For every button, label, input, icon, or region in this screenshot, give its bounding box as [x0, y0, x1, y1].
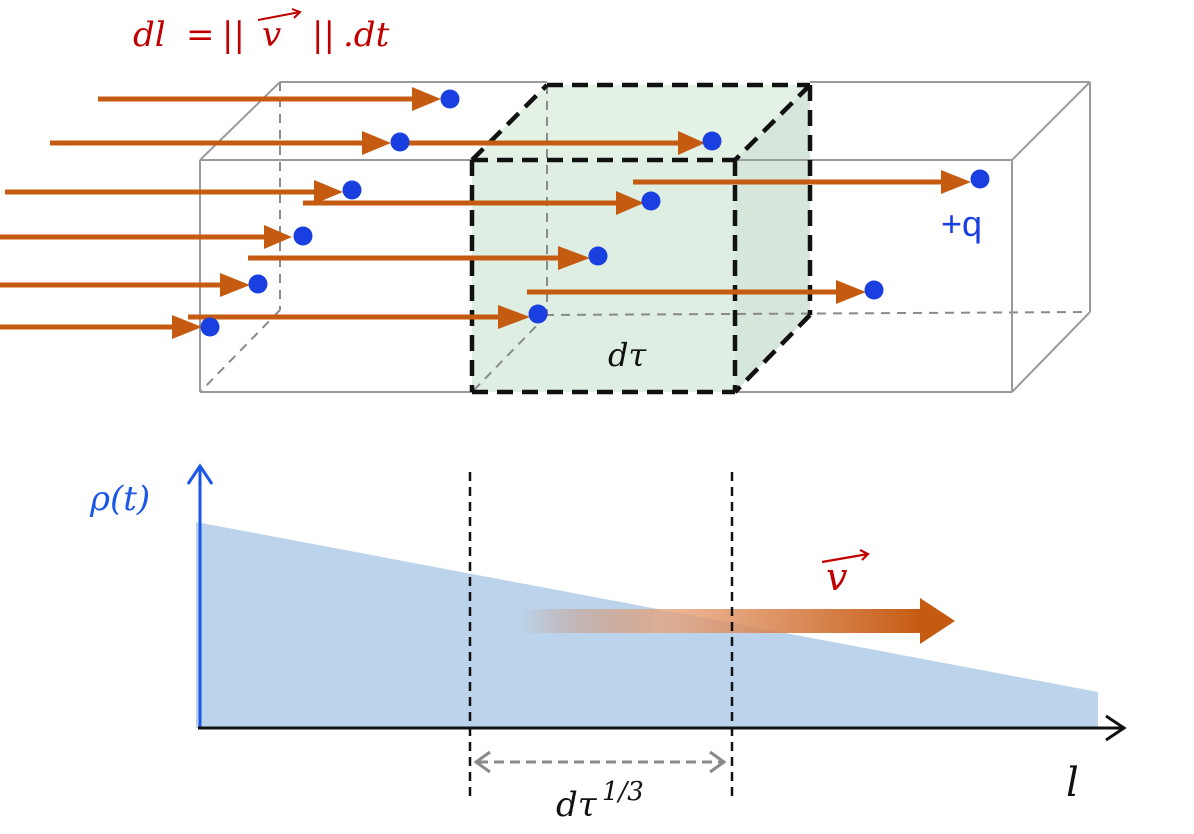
- volume-element-front-face: [472, 160, 735, 392]
- tube-edge: [1011, 311, 1091, 393]
- charge-tube: [199, 81, 1091, 395]
- charge-dot: [864, 280, 884, 300]
- velocity-arrow: [50, 131, 391, 155]
- velocity-gradient-arrow: [520, 598, 955, 644]
- velocity-arrows: [0, 87, 971, 339]
- velocity-arrow: [527, 280, 866, 304]
- formula-dt: .dt: [343, 15, 390, 55]
- width-dimension: [473, 750, 727, 774]
- charge-dot: [342, 180, 362, 200]
- velocity-arrow: [98, 87, 441, 111]
- charge-dot: [293, 226, 313, 246]
- length-axis: [198, 714, 1127, 742]
- charge-dot: [588, 246, 608, 266]
- charges: [200, 89, 990, 337]
- width-label-exponent: 1/3: [602, 777, 644, 807]
- charge-dot: [970, 169, 990, 189]
- velocity-arrow: [400, 131, 705, 155]
- formula-dl: dl: [133, 15, 166, 55]
- velocity-arrow: [188, 305, 530, 329]
- charge-dot: [528, 304, 548, 324]
- velocity-vector-arrow: [821, 549, 870, 564]
- charge-dot: [390, 132, 410, 152]
- cube-hidden-edge: [471, 314, 548, 393]
- formula-norm-left: ||: [222, 15, 245, 55]
- charge-dot: [248, 274, 268, 294]
- charge-dot: [702, 131, 722, 151]
- formula-velocity: v: [262, 15, 281, 55]
- formula-vector-arrow: [257, 8, 302, 21]
- volume-element-outline: [469, 82, 813, 395]
- density-label: ρ(t): [89, 479, 150, 519]
- density-axis: [186, 463, 214, 728]
- volume-element-right-face: [735, 85, 810, 392]
- width-label-base: dτ: [556, 785, 598, 825]
- velocity-label: v: [826, 555, 848, 599]
- formula-equals: =: [186, 15, 215, 55]
- velocity-arrow: [5, 180, 343, 204]
- formula-norm-right: ||: [312, 15, 335, 55]
- velocity-arrow: [0, 315, 202, 339]
- velocity-arrow: [633, 170, 971, 194]
- charge-label: +q: [941, 203, 982, 244]
- volume-label: dτ: [608, 336, 647, 374]
- velocity-arrow: [248, 246, 590, 270]
- tube-hidden-edge: [544, 311, 1091, 316]
- charge-dot: [200, 317, 220, 337]
- charge-dot: [641, 191, 661, 211]
- velocity-arrow: [303, 191, 644, 215]
- tube-edge: [199, 81, 281, 161]
- length-formula: dl = || v || .dt: [133, 8, 390, 55]
- velocity-arrow: [0, 225, 292, 249]
- charge-dot: [440, 89, 460, 109]
- tube-edge: [1011, 81, 1091, 161]
- velocity-arrow: [0, 273, 250, 297]
- density-plot: ρ(t) v l dτ 1/3: [89, 463, 1127, 825]
- length-axis-label: l: [1066, 760, 1079, 806]
- tube-hidden-edge: [199, 309, 281, 393]
